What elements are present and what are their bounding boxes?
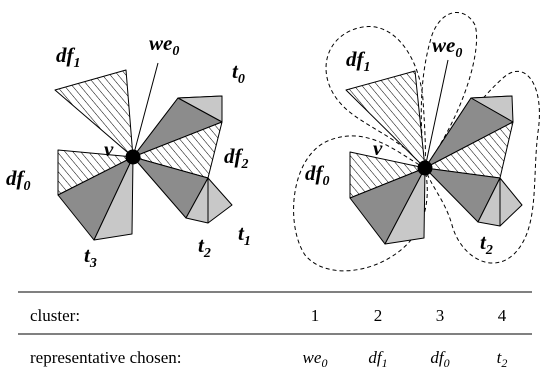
right-df1-face bbox=[345, 70, 426, 169]
left-t1-face bbox=[207, 177, 233, 224]
left-figure: df1 we0 t0 df2 v df0 t2 t1 t3 bbox=[6, 31, 251, 271]
table-row-representative-label: representative chosen: bbox=[30, 348, 182, 367]
left-label-v: v bbox=[104, 137, 114, 161]
cluster-table: cluster: 1 2 3 4 representative chosen: … bbox=[18, 291, 532, 370]
left-label-t3: t3 bbox=[84, 243, 97, 271]
right-label-df0: df0 bbox=[305, 161, 330, 189]
right-label-t2: t2 bbox=[480, 230, 493, 258]
right-label-df1: df1 bbox=[346, 47, 371, 75]
left-t3-face-b bbox=[93, 156, 134, 241]
left-label-we0: we0 bbox=[149, 31, 179, 59]
table-representative-1: we0 bbox=[303, 348, 328, 370]
left-df1-face bbox=[54, 69, 134, 158]
left-label-df0: df0 bbox=[6, 166, 31, 194]
table-row-cluster-label: cluster: bbox=[30, 306, 80, 325]
table-representative-2: df1 bbox=[368, 348, 387, 370]
cluster-outline-4 bbox=[424, 71, 540, 264]
table-cluster-4: 4 bbox=[498, 306, 507, 325]
left-label-t2: t2 bbox=[198, 233, 211, 261]
table-representative-3: df0 bbox=[430, 348, 449, 370]
left-label-df1: df1 bbox=[56, 43, 81, 71]
right-t3-face-b bbox=[384, 167, 426, 245]
right-label-v: v bbox=[373, 136, 383, 160]
cluster-outline-2 bbox=[325, 26, 426, 170]
cluster-outline-1 bbox=[420, 11, 478, 170]
left-we0-edge bbox=[132, 62, 159, 158]
table-cluster-2: 2 bbox=[374, 306, 383, 325]
table-cluster-3: 3 bbox=[436, 306, 445, 325]
left-label-t0: t0 bbox=[232, 59, 245, 87]
right-t1-face bbox=[499, 177, 523, 227]
right-figure: df1 we0 v df0 t2 bbox=[293, 11, 540, 272]
left-vertex-v bbox=[125, 149, 141, 165]
table-representative-4: t2 bbox=[497, 348, 508, 370]
right-label-we0: we0 bbox=[432, 33, 462, 61]
right-we0-edge bbox=[424, 59, 449, 169]
table-cluster-1: 1 bbox=[311, 306, 320, 325]
left-label-t1: t1 bbox=[238, 221, 251, 249]
left-label-df2: df2 bbox=[224, 144, 249, 172]
right-vertex-v bbox=[417, 160, 433, 176]
